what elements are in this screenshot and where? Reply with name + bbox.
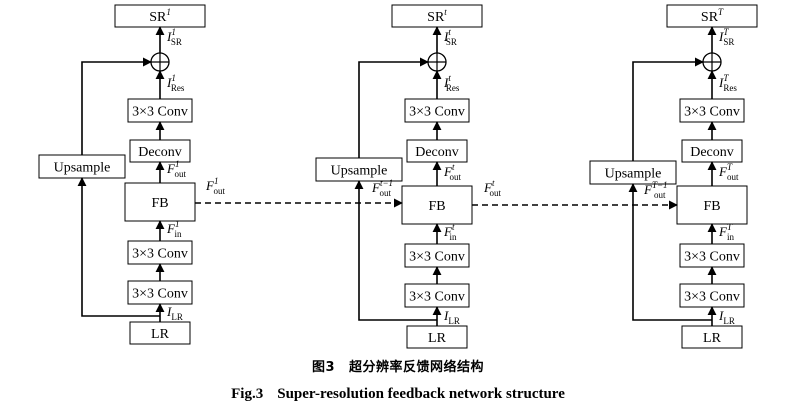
fb-box-label: FB <box>151 196 168 211</box>
lr-input-box-label: LR <box>151 327 170 342</box>
conv-top-box-label: 3×3 Conv <box>409 105 465 120</box>
lr-input-box-label: LR <box>428 331 447 346</box>
deconv-box-label: Deconv <box>690 145 734 160</box>
deconv-box-label: Deconv <box>415 145 459 160</box>
figure-caption-english: Fig.3 Super-resolution feedback network s… <box>0 386 796 403</box>
sr-output-box-label: SR1 <box>149 7 171 25</box>
arrow-upsample-to-sum <box>358 57 429 158</box>
fb-box-label: FB <box>428 199 445 214</box>
fb-box <box>124 182 196 222</box>
fb-box <box>401 185 473 225</box>
arrow-lr-to-upsample <box>628 183 712 321</box>
caption-cn-number: 图3 <box>311 360 336 375</box>
arrow-lr-to-upsample <box>354 180 437 321</box>
figure-caption-chinese: 图3 超分辨率反馈网络结构 <box>0 356 796 375</box>
conv-bottom-box-label: 3×3 Conv <box>409 290 465 305</box>
caption-cn-title: 超分辨率反馈网络结构 <box>349 360 485 375</box>
conv-mid-box-label: 3×3 Conv <box>409 250 465 265</box>
caption-en-number: Fig.3 <box>231 386 264 402</box>
arrow-upsample-to-sum <box>632 57 704 161</box>
conv-bottom-box-label: 3×3 Conv <box>684 290 740 305</box>
arrow-lr-to-upsample <box>77 177 160 317</box>
conv-top-box-label: 3×3 Conv <box>684 105 740 120</box>
label-i-lr: ILR <box>718 308 735 326</box>
fb-box-label: FB <box>703 199 720 214</box>
label-i-lr: ILR <box>166 304 183 322</box>
upsample-box-label: Upsample <box>331 164 388 179</box>
conv-mid-box-label: 3×3 Conv <box>132 247 188 262</box>
fb-box <box>676 185 748 225</box>
conv-bottom-box-label: 3×3 Conv <box>132 287 188 302</box>
sr-output-box-label: SRt <box>427 7 447 25</box>
conv-mid-box-label: 3×3 Conv <box>684 250 740 265</box>
upsample-box-label: Upsample <box>54 161 111 176</box>
label-i-lr: ILR <box>443 308 460 326</box>
deconv-box-label: Deconv <box>138 145 182 160</box>
conv-top-box-label: 3×3 Conv <box>132 105 188 120</box>
arrow-upsample-to-sum <box>81 57 152 155</box>
lr-input-box-label: LR <box>703 331 722 346</box>
caption-en-title: Super-resolution feedback network struct… <box>277 386 565 402</box>
upsample-box-label: Upsample <box>605 167 662 182</box>
